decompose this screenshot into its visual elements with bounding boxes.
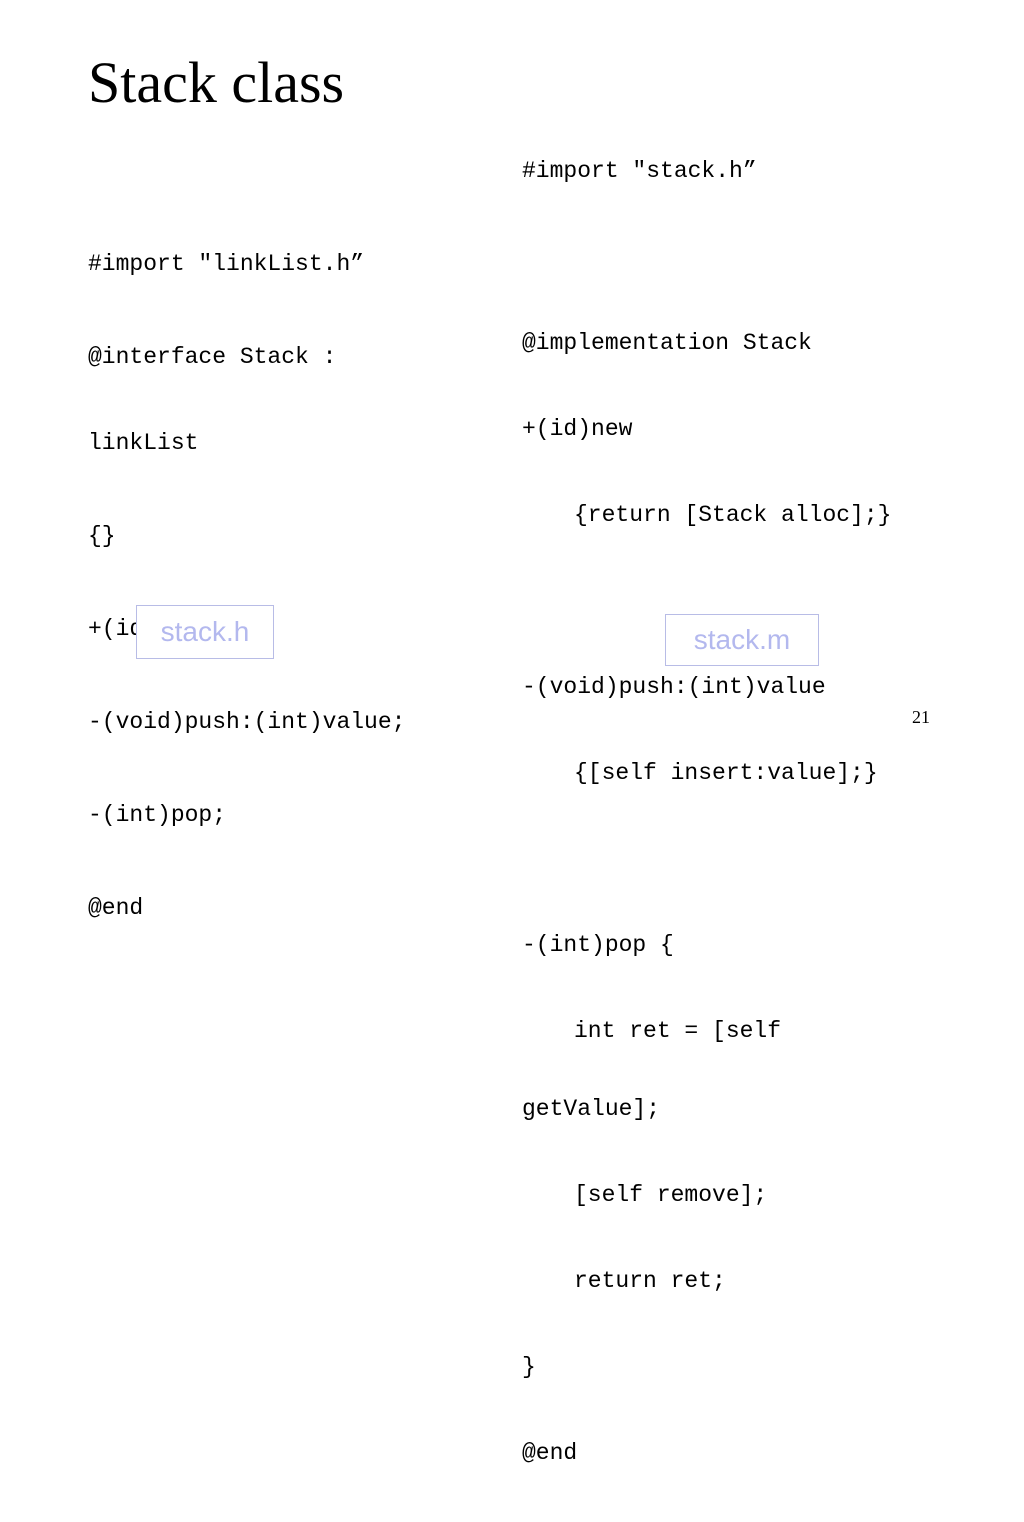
code-line: getValue];	[522, 1096, 661, 1122]
page-number: 21	[912, 707, 930, 727]
code-line: #import "linkList.h”	[88, 251, 365, 277]
code-line: @end	[522, 1440, 578, 1466]
code-line: -(void)push:(int)value;	[88, 709, 406, 735]
header-code-block: #import "linkList.h” @interface Stack : …	[88, 195, 498, 977]
code-line: @interface Stack :	[88, 344, 337, 370]
code-line-blank	[522, 842, 992, 876]
slide-title: Stack class	[88, 50, 345, 115]
code-line: int ret = [self	[574, 1018, 782, 1044]
code-line: @implementation Stack	[522, 330, 812, 356]
code-line: {}	[88, 523, 116, 549]
code-line: +(id)new	[522, 416, 633, 442]
slide: Stack class #import "linkList.h” @interf…	[88, 50, 930, 1466]
code-line: return ret;	[574, 1268, 726, 1294]
stack-m-label: stack.m	[665, 614, 819, 666]
code-line: -(int)pop {	[522, 932, 674, 958]
code-line: }	[522, 1354, 536, 1380]
code-line: #import "stack.h”	[522, 158, 757, 184]
code-line-blank	[522, 240, 992, 274]
code-line: linkList	[88, 430, 199, 456]
code-line: -(int)pop;	[88, 802, 227, 828]
code-line-blank	[522, 584, 992, 618]
code-line: @end	[88, 895, 144, 921]
code-line: -(void)push:(int)value	[522, 674, 826, 700]
implementation-code-block: #import "stack.h” @implementation Stack …	[522, 102, 992, 1522]
stack-h-label: stack.h	[136, 605, 274, 659]
code-line: {return [Stack alloc];}	[574, 502, 892, 528]
code-line: [self remove];	[574, 1182, 768, 1208]
code-line: {[self insert:value];}	[574, 760, 878, 786]
